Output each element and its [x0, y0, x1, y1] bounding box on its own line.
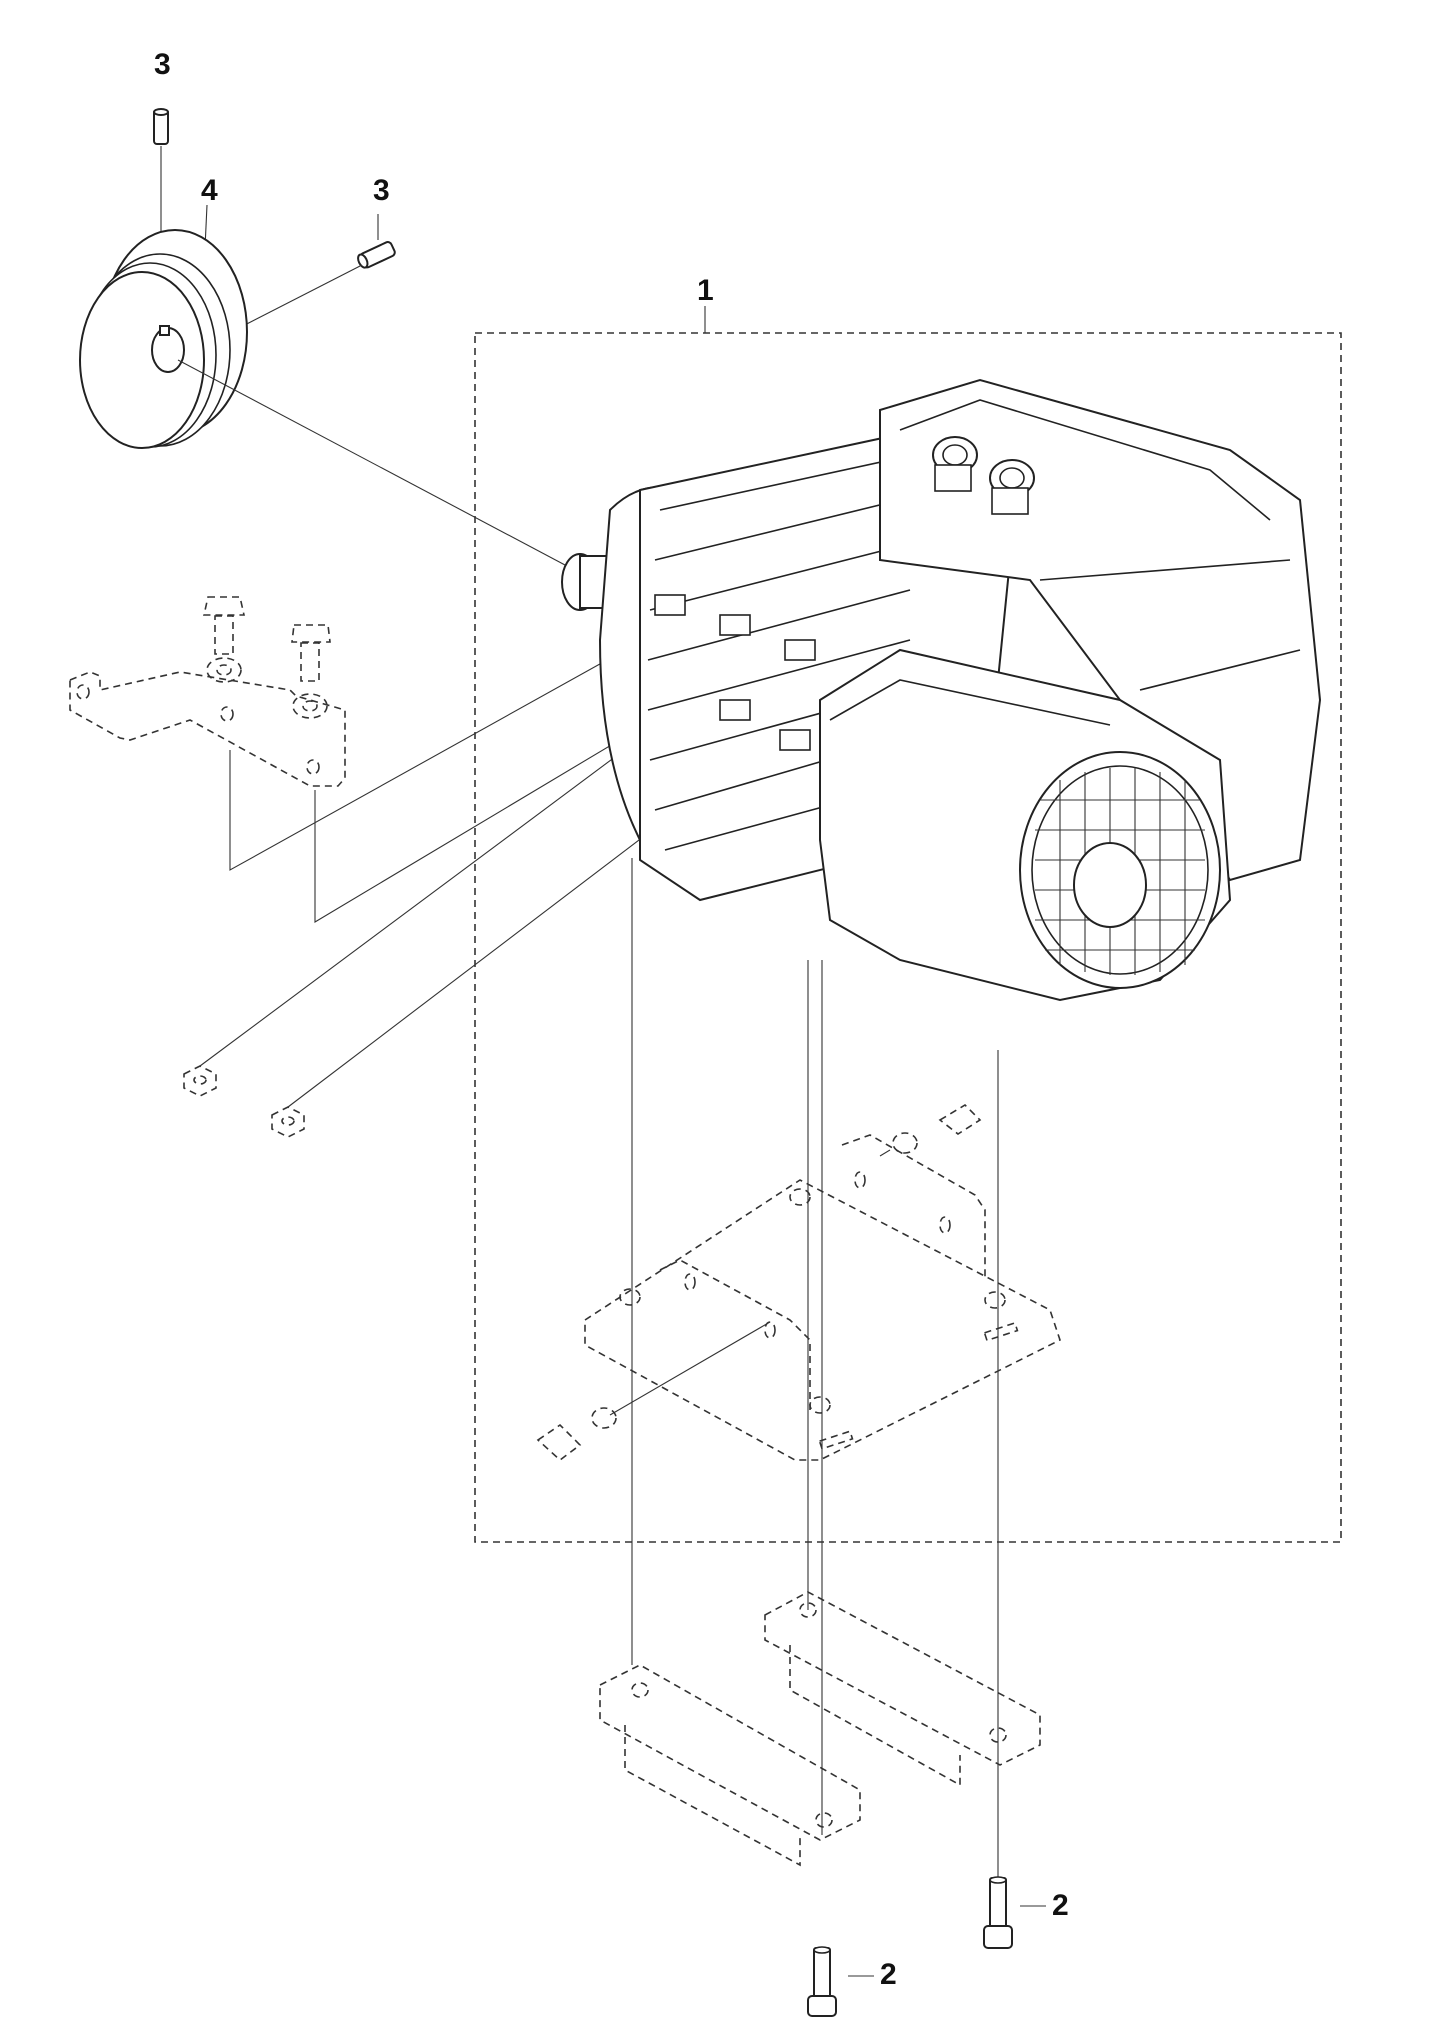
- callout-3-top: 3: [154, 48, 171, 81]
- base-side-bolt-right: [879, 1103, 982, 1157]
- left-bracket: [69, 596, 711, 923]
- fan-grille: [1019, 751, 1221, 989]
- callout-2-right: 2: [1052, 1889, 1069, 1922]
- nut-left-1: [183, 715, 671, 1097]
- pulley: [79, 229, 566, 566]
- cable-gland-1: [932, 436, 978, 492]
- electric-motor: [561, 378, 1322, 1002]
- motor-assembly-boundary: [474, 332, 1342, 1543]
- pin-3-top: [153, 108, 169, 250]
- assembly-lines: [631, 858, 999, 1880]
- bolt-2-right: [983, 1876, 1013, 1949]
- callout-1-motor: 1: [697, 274, 714, 307]
- callout-leaders: [204, 204, 1046, 1977]
- mounting-tabs: [654, 594, 816, 751]
- callout-4-pulley: 4: [201, 174, 218, 207]
- cable-gland-2: [989, 459, 1035, 515]
- bolt-2-bottom: [807, 1946, 837, 2017]
- callout-3-right: 3: [373, 174, 390, 207]
- rubber-foot-right: [764, 1591, 1041, 1787]
- pin-3-right: [234, 214, 396, 331]
- rubber-foot-left: [599, 1664, 861, 1867]
- base-plate: [584, 1134, 1061, 1461]
- callout-2-bottom: 2: [880, 1958, 897, 1991]
- base-side-bolt-left: [536, 1321, 771, 1462]
